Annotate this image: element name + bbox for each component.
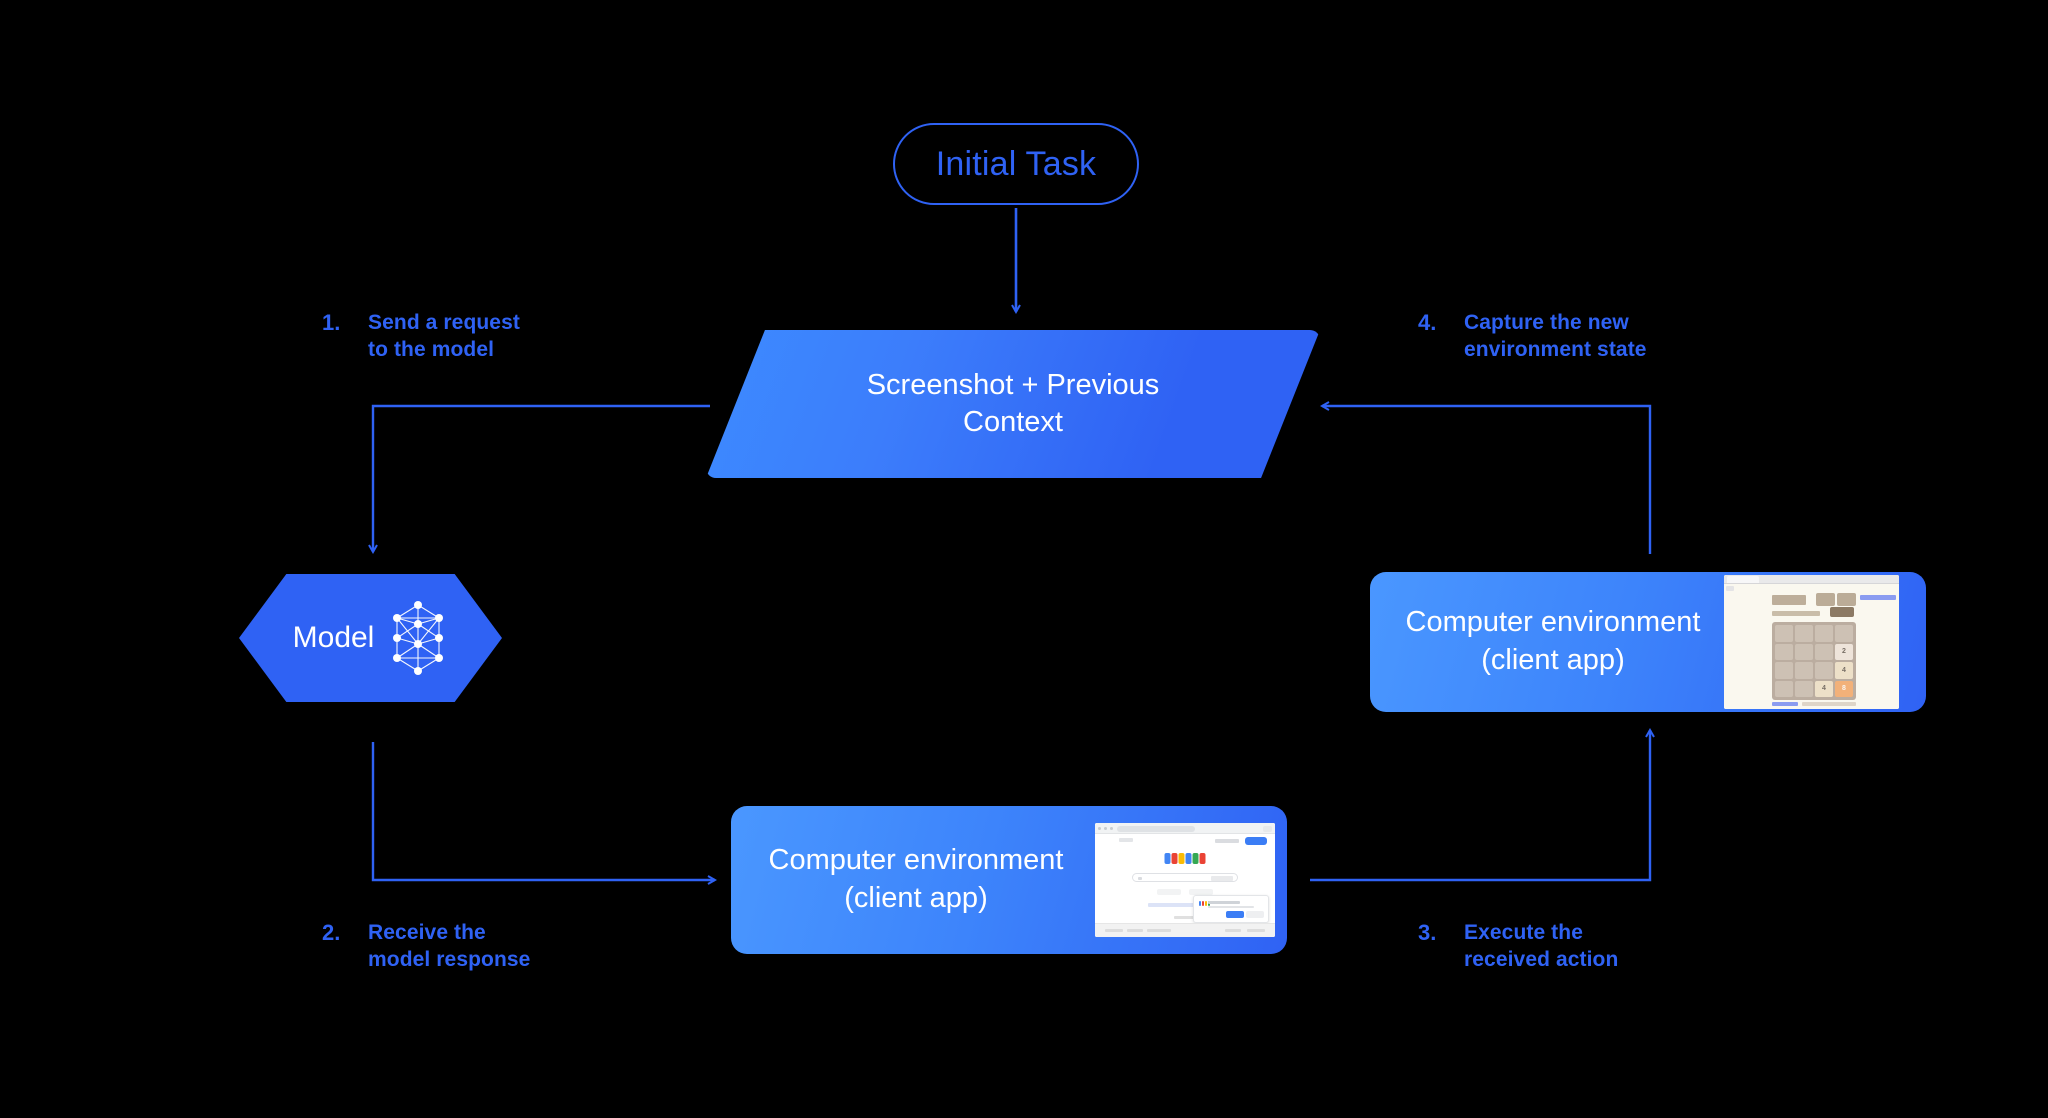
tile xyxy=(1795,662,1813,679)
thumbnail-2048-game[interactable]: 2 4 4 8 xyxy=(1724,575,1899,709)
context-label: Screenshot + Previous Context xyxy=(866,368,1160,438)
tile-8: 8 xyxy=(1835,680,1853,697)
step-4-text: Capture the new environment state xyxy=(1464,311,1647,361)
tile xyxy=(1795,625,1813,642)
header-links xyxy=(1215,839,1239,843)
arrow-env-right-to-context xyxy=(1322,406,1652,554)
browser-chrome-bar xyxy=(1724,575,1899,584)
browser-back-icon xyxy=(1098,827,1101,830)
popup-title xyxy=(1208,901,1240,904)
tile-2: 2 xyxy=(1835,643,1853,660)
thumbnail-google-search[interactable] xyxy=(1095,823,1275,937)
search-icon xyxy=(1138,877,1142,880)
score-box xyxy=(1816,593,1835,606)
browser-url-chip xyxy=(1726,586,1734,591)
step-4-number: 4. xyxy=(1418,310,1437,335)
feeling-lucky-button[interactable] xyxy=(1189,889,1213,895)
language-links[interactable] xyxy=(1148,903,1222,907)
signin-popup-dialog[interactable] xyxy=(1193,895,1269,923)
footer-link[interactable] xyxy=(1127,929,1143,932)
footer-link[interactable] xyxy=(1772,702,1798,706)
node-computer-environment-bottom[interactable]: Computer environment (client app) xyxy=(731,806,1287,954)
footer-link[interactable] xyxy=(1225,929,1241,932)
node-computer-environment-right[interactable]: Computer environment (client app) xyxy=(1370,572,1926,712)
footer-text xyxy=(1802,702,1856,706)
best-score-box xyxy=(1837,593,1856,606)
game-subtitle xyxy=(1772,611,1820,616)
step-1-text: Send a request to the model xyxy=(368,311,520,361)
browser-forward-icon xyxy=(1104,827,1107,830)
page-center-text xyxy=(1174,916,1196,919)
model-label: Model xyxy=(292,621,375,654)
tile xyxy=(1815,662,1833,679)
tile xyxy=(1775,625,1793,642)
popup-primary-button[interactable] xyxy=(1226,911,1244,918)
tile xyxy=(1815,643,1833,660)
tile xyxy=(1795,680,1813,697)
search-tools-icons xyxy=(1211,876,1233,881)
node-model[interactable]: Model xyxy=(239,574,502,702)
footer-link[interactable] xyxy=(1147,929,1171,932)
arrow-env-bottom-to-env-right xyxy=(1310,730,1650,882)
step-2-text: Receive the model response xyxy=(368,921,531,971)
initial-task-label: Initial Task xyxy=(935,144,1097,183)
tile-4: 4 xyxy=(1815,680,1833,697)
tile xyxy=(1775,662,1793,679)
popup-body xyxy=(1208,906,1254,908)
step-4-caption: 4. Capture the new environment state xyxy=(1418,310,1647,364)
search-buttons xyxy=(1157,889,1213,895)
step-1-caption: 1. Send a request to the model xyxy=(322,310,520,364)
bookmark-bar-item[interactable] xyxy=(1119,838,1133,842)
env-bottom-label: Computer environment (client app) xyxy=(768,844,1064,914)
step-3-text: Execute the received action xyxy=(1464,921,1619,971)
step-2-number: 2. xyxy=(322,920,341,945)
new-game-button[interactable] xyxy=(1830,607,1854,617)
arrow-model-to-env-bottom xyxy=(371,742,715,880)
tile xyxy=(1795,643,1813,660)
step-3-number: 3. xyxy=(1418,920,1437,945)
step-2-caption: 2. Receive the model response xyxy=(322,920,530,974)
tile xyxy=(1815,625,1833,642)
google-search-button[interactable] xyxy=(1157,889,1181,895)
tile xyxy=(1775,643,1793,660)
browser-reload-icon xyxy=(1110,827,1113,830)
popup-secondary-button[interactable] xyxy=(1246,911,1264,918)
neural-network-icon xyxy=(388,598,448,678)
arrow-context-to-model xyxy=(373,404,710,552)
tile xyxy=(1835,625,1853,642)
browser-menu-icon[interactable] xyxy=(1263,826,1272,832)
page-footer xyxy=(1095,923,1275,937)
step-3-caption: 3. Execute the received action xyxy=(1418,920,1618,974)
game-board: 2 4 4 8 xyxy=(1772,622,1856,700)
node-initial-task[interactable]: Initial Task xyxy=(893,123,1139,205)
parallelogram-shape xyxy=(706,330,1320,478)
sign-in-button[interactable] xyxy=(1245,837,1267,845)
step-1-number: 1. xyxy=(322,310,341,335)
footer-link[interactable] xyxy=(1247,929,1265,932)
browser-address-bar[interactable] xyxy=(1117,826,1195,832)
tile xyxy=(1775,680,1793,697)
header-links xyxy=(1860,595,1896,600)
search-input[interactable] xyxy=(1132,873,1238,882)
tile-4: 4 xyxy=(1835,662,1853,679)
hexagon-shape xyxy=(239,574,502,702)
browser-tab xyxy=(1727,576,1759,583)
footer-link[interactable] xyxy=(1105,929,1123,932)
node-screenshot-previous-context[interactable]: Screenshot + Previous Context xyxy=(706,330,1320,478)
env-right-label: Computer environment (client app) xyxy=(1405,606,1701,676)
game-brand-2048 xyxy=(1772,595,1806,605)
google-logo xyxy=(1164,853,1206,864)
